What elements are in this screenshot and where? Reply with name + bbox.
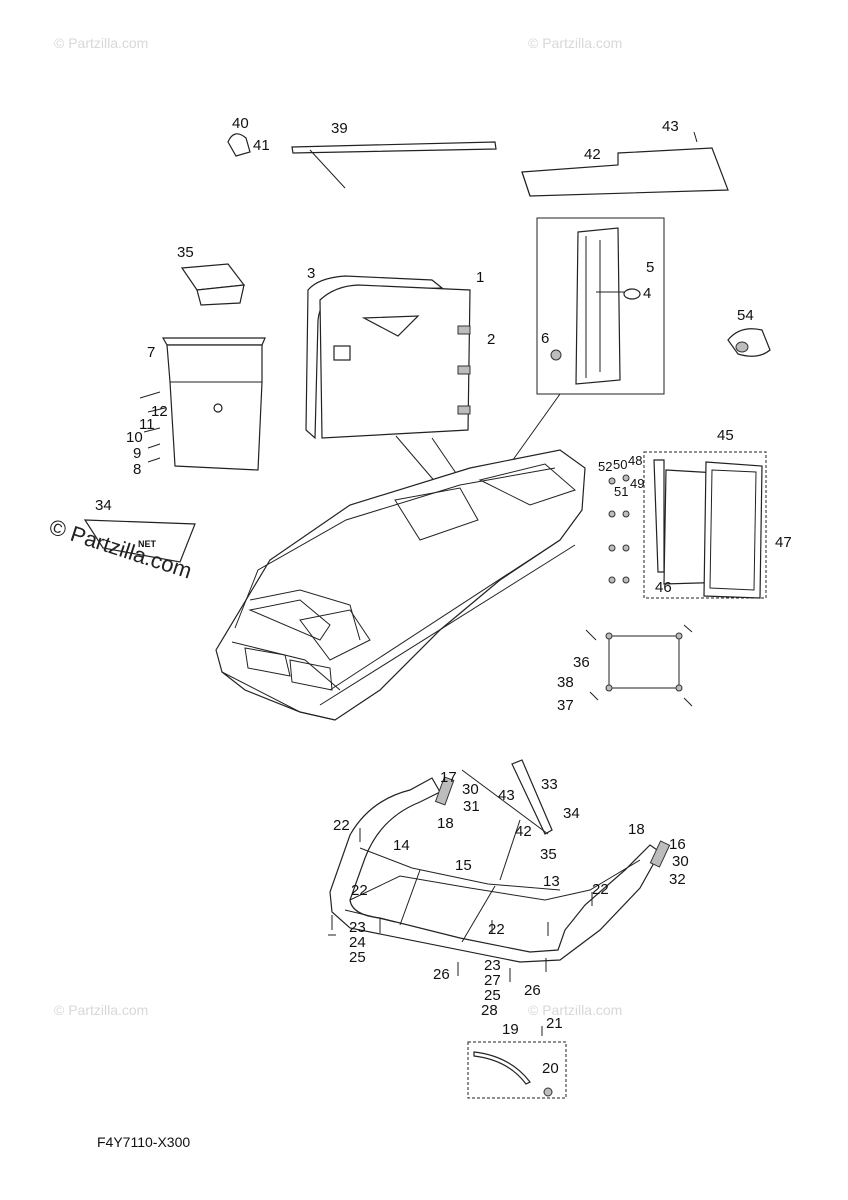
- callout-36: 45: [717, 427, 734, 444]
- callout-45: 35: [177, 244, 194, 261]
- callout-5: 5: [646, 259, 655, 276]
- callout-53: 43: [662, 118, 679, 135]
- callout-1: 1: [476, 269, 485, 286]
- callout-7: 7: [147, 344, 156, 361]
- callout-25: 25: [349, 949, 366, 966]
- callout-40: 49: [630, 476, 645, 491]
- callout-28: 28: [481, 1002, 498, 1019]
- screws-bottom: [328, 828, 593, 982]
- part-rail: [521, 147, 729, 197]
- callout-29: 30: [462, 781, 479, 798]
- callout-38: 47: [775, 534, 792, 551]
- callout-23-b: 23: [484, 957, 501, 974]
- part-tray: [180, 263, 246, 306]
- callout-22-a: 22: [333, 817, 350, 834]
- strut: [461, 759, 553, 881]
- callout-39: 48: [628, 453, 643, 468]
- callout-6: 6: [541, 330, 550, 347]
- callout-51: 41: [253, 137, 270, 154]
- callout-46: 36: [573, 654, 590, 671]
- callout-54: 54: [737, 307, 754, 324]
- callout-18: 18: [437, 815, 454, 832]
- callout-22-c: 22: [592, 881, 609, 898]
- callout-30-b: 32: [669, 871, 686, 888]
- part-net: [83, 519, 196, 563]
- fasteners-left: [139, 391, 166, 463]
- callout-30: 31: [463, 798, 480, 815]
- callout-4: 4: [643, 285, 652, 302]
- watermark-top-right: © Partzilla.com: [528, 35, 623, 51]
- boat-hull: [215, 449, 586, 721]
- callout-41: 50: [613, 457, 628, 472]
- callout-27: 27: [484, 972, 501, 989]
- inset-detail-box: [536, 217, 665, 395]
- callout-17: 17: [440, 769, 457, 786]
- washers: [608, 474, 630, 584]
- part-frame-46: [585, 624, 693, 707]
- callout-26-b: 26: [524, 982, 541, 999]
- callout-13: 13: [543, 873, 560, 890]
- callout-37: 46: [655, 579, 672, 596]
- callout-26: 26: [433, 966, 450, 983]
- callout-22-b: 22: [351, 882, 368, 899]
- windshield: [329, 776, 671, 963]
- part-door: [305, 275, 471, 440]
- callout-23: 23: [349, 919, 366, 936]
- part-latch: [727, 328, 771, 357]
- callout-48: 38: [557, 674, 574, 691]
- callout-19: 19: [502, 1021, 519, 1038]
- callout-52: 42: [584, 146, 601, 163]
- part-bin: [161, 337, 266, 471]
- screw-53: [693, 131, 698, 143]
- callout-44: 34: [95, 497, 112, 514]
- callout-31: 33: [541, 776, 558, 793]
- callout-21: 21: [546, 1015, 563, 1032]
- callout-32: 34: [563, 805, 580, 822]
- callout-14: 14: [393, 837, 410, 854]
- callout-15: 15: [455, 857, 472, 874]
- watermark-bottom-left: © Partzilla.com: [54, 1002, 149, 1018]
- callout-9: 9: [133, 445, 142, 462]
- callout-8: 8: [133, 461, 142, 478]
- watermark-bottom-right: © Partzilla.com: [528, 1002, 623, 1018]
- callout-18-b: 18: [628, 821, 645, 838]
- callout-34: 42: [515, 823, 532, 840]
- callout-3: 3: [307, 265, 316, 282]
- part-trim-19: [467, 1026, 567, 1099]
- callout-49: 39: [331, 120, 348, 137]
- callout-20: 20: [542, 1060, 559, 1077]
- net-label: NET: [138, 539, 156, 549]
- callout-33: 35: [540, 846, 557, 863]
- callout-42: 51: [614, 484, 629, 499]
- part-panel-36: [643, 451, 767, 599]
- callout-24: 24: [349, 934, 366, 951]
- callout-50: 40: [232, 115, 249, 132]
- watermark-top-left: © Partzilla.com: [54, 35, 149, 51]
- callout-12: 12: [151, 403, 168, 420]
- part-rod: [291, 141, 497, 189]
- callout-43: 52: [598, 459, 613, 474]
- callout-2: 2: [487, 331, 496, 348]
- drawing-code: F4Y7110-X300: [97, 1134, 191, 1150]
- part-clip: [227, 133, 251, 157]
- callout-47: 37: [557, 697, 574, 714]
- callout-29-b: 30: [672, 853, 689, 870]
- callout-10: 10: [126, 429, 143, 446]
- callout-11: 11: [139, 416, 155, 433]
- callout-22-d: 22: [488, 921, 505, 938]
- callout-16: 16: [669, 836, 686, 853]
- callout-35: 43: [498, 787, 515, 804]
- callout-25-b: 25: [484, 987, 501, 1004]
